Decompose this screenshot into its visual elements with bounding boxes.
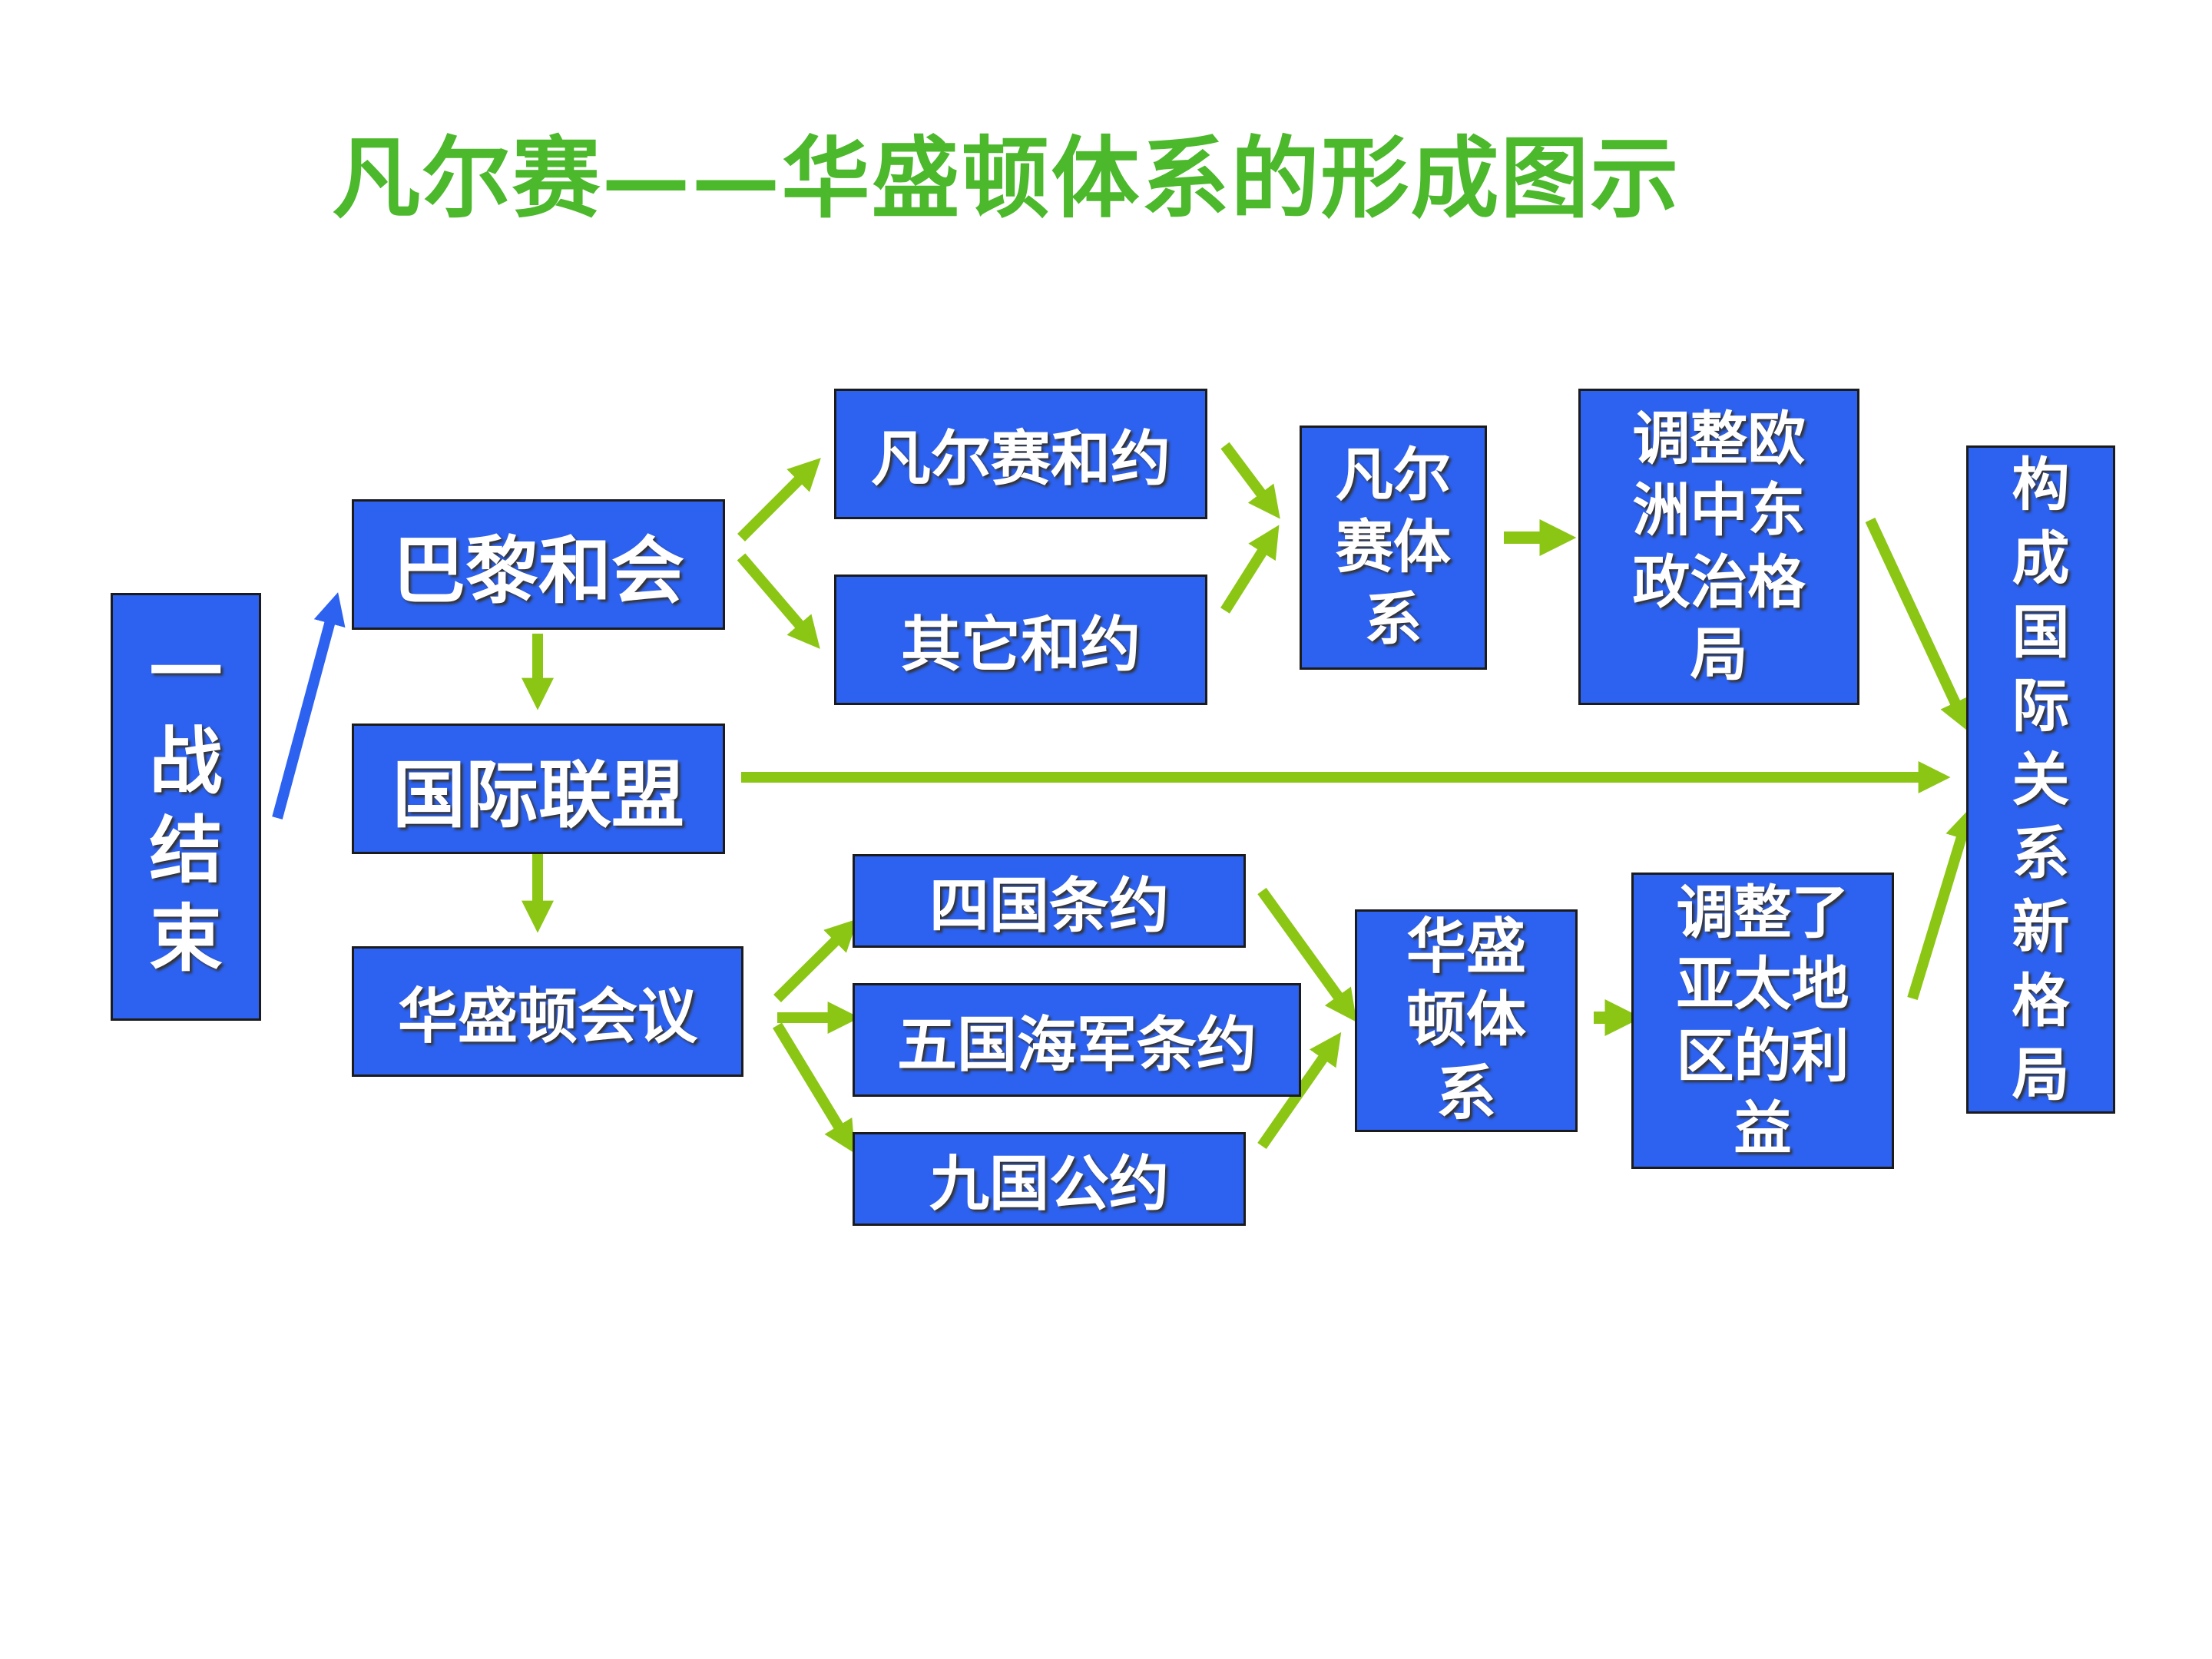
wrapped-label: 华盛顿体系 bbox=[1406, 912, 1526, 1128]
arrow-asia-to-new-order bbox=[1907, 807, 1977, 1001]
node-nine-power-treaty: 九国公约 bbox=[853, 1132, 1246, 1226]
arrow-four-power-to-washington-system bbox=[1257, 887, 1357, 1022]
vertical-label: 构成国际关系新格局 bbox=[2012, 451, 2070, 1108]
node-washington-system: 华盛顿体系 bbox=[1355, 909, 1578, 1132]
node-washington-conference: 华盛顿会议 bbox=[352, 946, 743, 1077]
wrapped-label: 调整欧洲中东政治格局 bbox=[1632, 404, 1806, 688]
arrow-paris-to-other-treaties bbox=[737, 553, 820, 649]
wrapped-label: 凡尔赛体系 bbox=[1335, 441, 1451, 653]
page-title: 凡尔赛——华盛顿体系的形成图示 bbox=[332, 127, 1681, 230]
node-five-power-naval-treaty: 五国海军条约 bbox=[853, 983, 1301, 1097]
arrow-washington-to-four-power bbox=[773, 919, 858, 1002]
arrow-other-treaties-to-system bbox=[1220, 525, 1280, 614]
node-paris-conference: 巴黎和会 bbox=[352, 499, 725, 630]
arrow-versailles-treaty-to-system bbox=[1220, 442, 1280, 519]
wrapped-label: 调整了亚太地区的利益 bbox=[1676, 878, 1849, 1162]
node-asia-pacific-adjust: 调整了亚太地区的利益 bbox=[1631, 873, 1894, 1169]
arrow-paris-to-versailles-treaty bbox=[737, 458, 821, 541]
arrow-europe-to-new-order bbox=[1865, 518, 1970, 732]
node-new-order: 构成国际关系新格局 bbox=[1966, 445, 2115, 1114]
node-other-treaties: 其它和约 bbox=[834, 575, 1207, 705]
node-versailles-system: 凡尔赛体系 bbox=[1300, 426, 1487, 670]
node-league-of-nations: 国际联盟 bbox=[352, 724, 725, 854]
node-versailles-treaty: 凡尔赛和约 bbox=[834, 389, 1207, 519]
node-four-power-treaty: 四国条约 bbox=[853, 854, 1246, 948]
arrow-washington-to-nine-power bbox=[773, 1022, 856, 1154]
arrow-war-end-to-paris bbox=[272, 592, 346, 820]
node-europe-adjust: 调整欧洲中东政治格局 bbox=[1578, 389, 1859, 705]
vertical-label: 一战结束 bbox=[149, 630, 223, 982]
node-war-end: 一战结束 bbox=[111, 593, 261, 1021]
